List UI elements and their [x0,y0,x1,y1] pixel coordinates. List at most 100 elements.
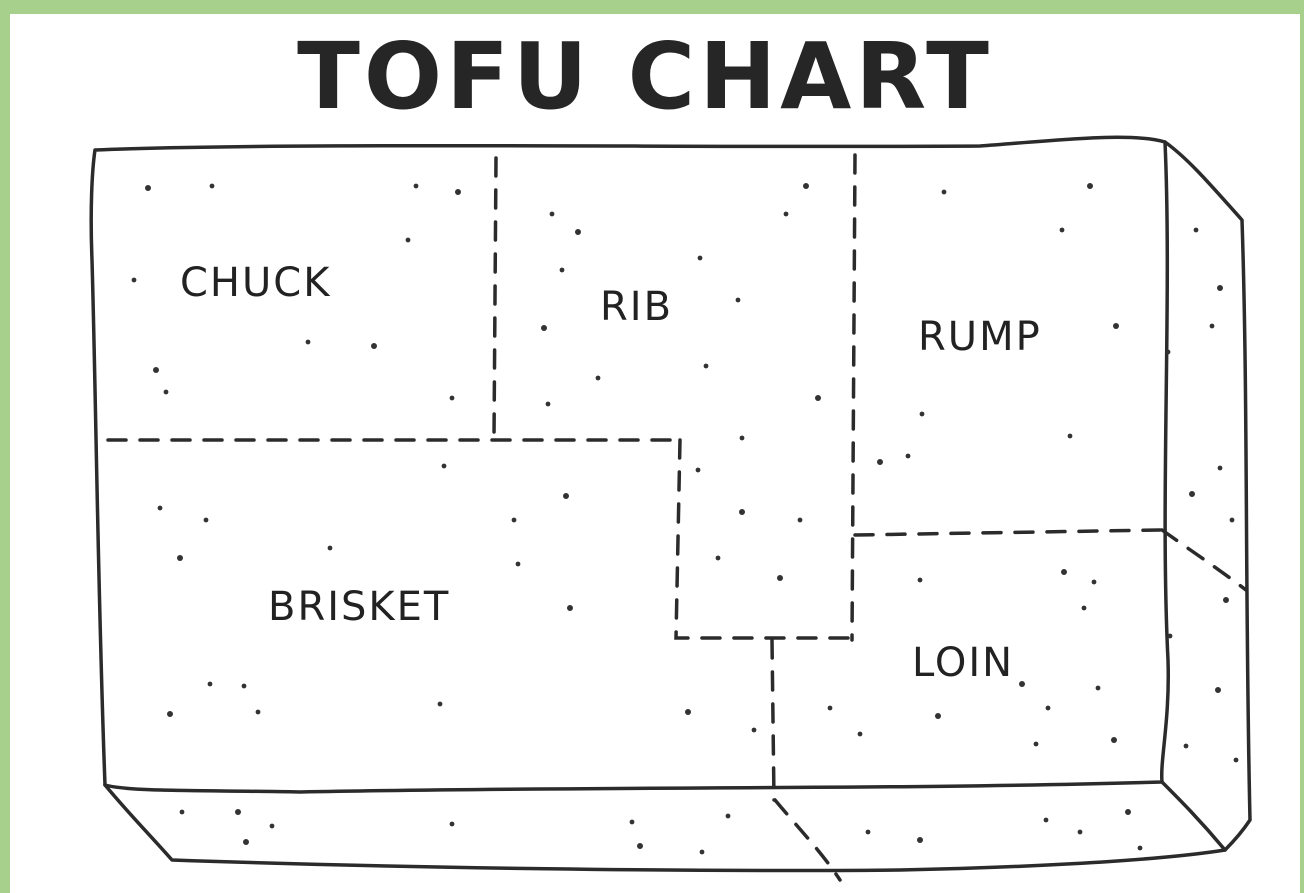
speck-dot [630,820,635,825]
speck-dot [371,343,377,349]
speck-dot [242,684,247,689]
speck-dot [164,390,169,395]
speck-dot [1194,228,1199,233]
speck-dot [918,578,923,583]
speck-dot [243,839,249,845]
label-rump: RUMP [918,314,1042,360]
speck-dot [328,546,333,551]
speck-dot [736,298,741,303]
speck-dot [132,278,137,283]
cut-line-rump-loin [855,530,1160,535]
speck-dot [455,189,461,195]
speck-dot [777,575,783,581]
speck-dot [866,830,871,835]
speck-dot [145,185,151,191]
speck-dot [716,556,721,561]
speck-dot [512,518,517,523]
block-right-face [1162,142,1250,850]
tofu-diagram: TOFU CHART CHUCK RIB RUMP BRISKET LOIN [10,14,1300,893]
label-chuck: CHUCK [180,260,331,306]
speck-dot [1034,742,1039,747]
speck-dot [685,709,691,715]
speck-dot [1060,228,1065,233]
label-loin: LOIN [912,640,1014,686]
cut-line-rib-rump [852,155,855,640]
block-top-face [91,137,1168,792]
speck-dot [917,837,923,843]
speck-dot [1082,606,1087,611]
speck-dot [204,518,209,523]
speck-dot [550,212,555,217]
speck-dot [563,493,569,499]
speck-dot [1113,323,1119,329]
speck-dot [1168,634,1173,639]
speck-dot [696,468,701,473]
cut-line-brisket-loin [772,640,774,800]
speck-dot [784,212,789,217]
speck-dot [1061,569,1067,575]
speck-dot [1230,518,1235,523]
speck-dot [560,268,565,273]
speck-dot [798,518,803,523]
speck-dot [575,229,581,235]
speck-dot [637,843,643,849]
speck-dot [153,367,159,373]
speck-dot [1189,491,1195,497]
side-cut-line-right [1162,530,1246,590]
speck-dot [1111,737,1117,743]
speck-dot [815,395,821,401]
speck-dot [438,702,443,707]
chart-frame: TOFU CHART CHUCK RIB RUMP BRISKET LOIN [10,14,1300,893]
speck-dot [726,814,731,819]
cut-line-chuck-rib [494,158,496,438]
speck-dot [877,459,883,465]
speck-dot [450,822,455,827]
speck-dot [1078,830,1083,835]
speck-dot [1223,597,1229,603]
speck-dot [1096,686,1101,691]
speck-dot [306,340,311,345]
speck-dot [1217,285,1223,291]
label-rib: RIB [600,284,673,330]
speck-dot [450,396,455,401]
speck-dot [596,376,601,381]
speck-dot [270,824,275,829]
speck-dot [803,183,809,189]
speck-dot [406,238,411,243]
chart-title: TOFU CHART [297,23,993,130]
speck-dot [739,509,745,515]
speck-dot [1138,846,1143,851]
speck-dot [1218,466,1223,471]
speck-dot [700,850,705,855]
speck-dot [740,436,745,441]
speck-dot [210,184,215,189]
speck-dot [698,256,703,261]
speck-dot [177,555,183,561]
speck-dot [546,402,551,407]
speck-dot [1019,681,1025,687]
speck-dot [541,325,547,331]
speck-dot [414,184,419,189]
speck-dot [158,506,163,511]
speck-dot [1166,350,1171,355]
speck-dot [1215,687,1221,693]
label-brisket: BRISKET [268,584,450,630]
speck-dot [752,728,757,733]
speck-dot [442,464,447,469]
speck-dot [1044,818,1049,823]
speck-dot [1184,744,1189,749]
speck-dot [235,809,241,815]
speck-dot [180,810,185,815]
speck-dot [906,454,911,459]
speck-dot [516,562,521,567]
speck-dot [1210,324,1215,329]
tofu-block [91,137,1250,880]
speck-dot [1092,580,1097,585]
speck-dot [167,711,173,717]
speck-dot [256,710,261,715]
speck-dot [1125,809,1131,815]
cut-labels: CHUCK RIB RUMP BRISKET LOIN [180,260,1042,686]
cut-lines [108,155,1160,800]
speck-dot [1087,183,1093,189]
speck-dot [1046,706,1051,711]
